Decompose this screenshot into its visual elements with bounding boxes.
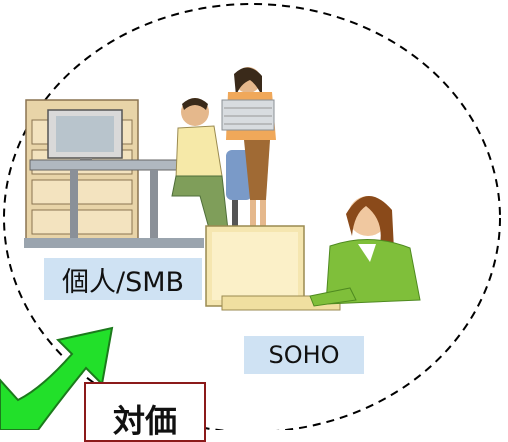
green-arrow-icon [0,326,114,431]
woman-at-computer-illustration [205,195,421,311]
segment-label-personal-smb: 個人/SMB [44,258,202,300]
segment-ellipse [3,3,501,433]
segment-label-soho: SOHO [244,336,364,374]
price-label-box: 対価 [84,382,206,442]
diagram-svg [0,3,501,433]
office-worker-at-desk-illustration [24,98,252,248]
woman-carrying-papers-illustration [221,67,276,226]
diagram-canvas: 個人/SMB SOHO 対価 [0,3,501,442]
